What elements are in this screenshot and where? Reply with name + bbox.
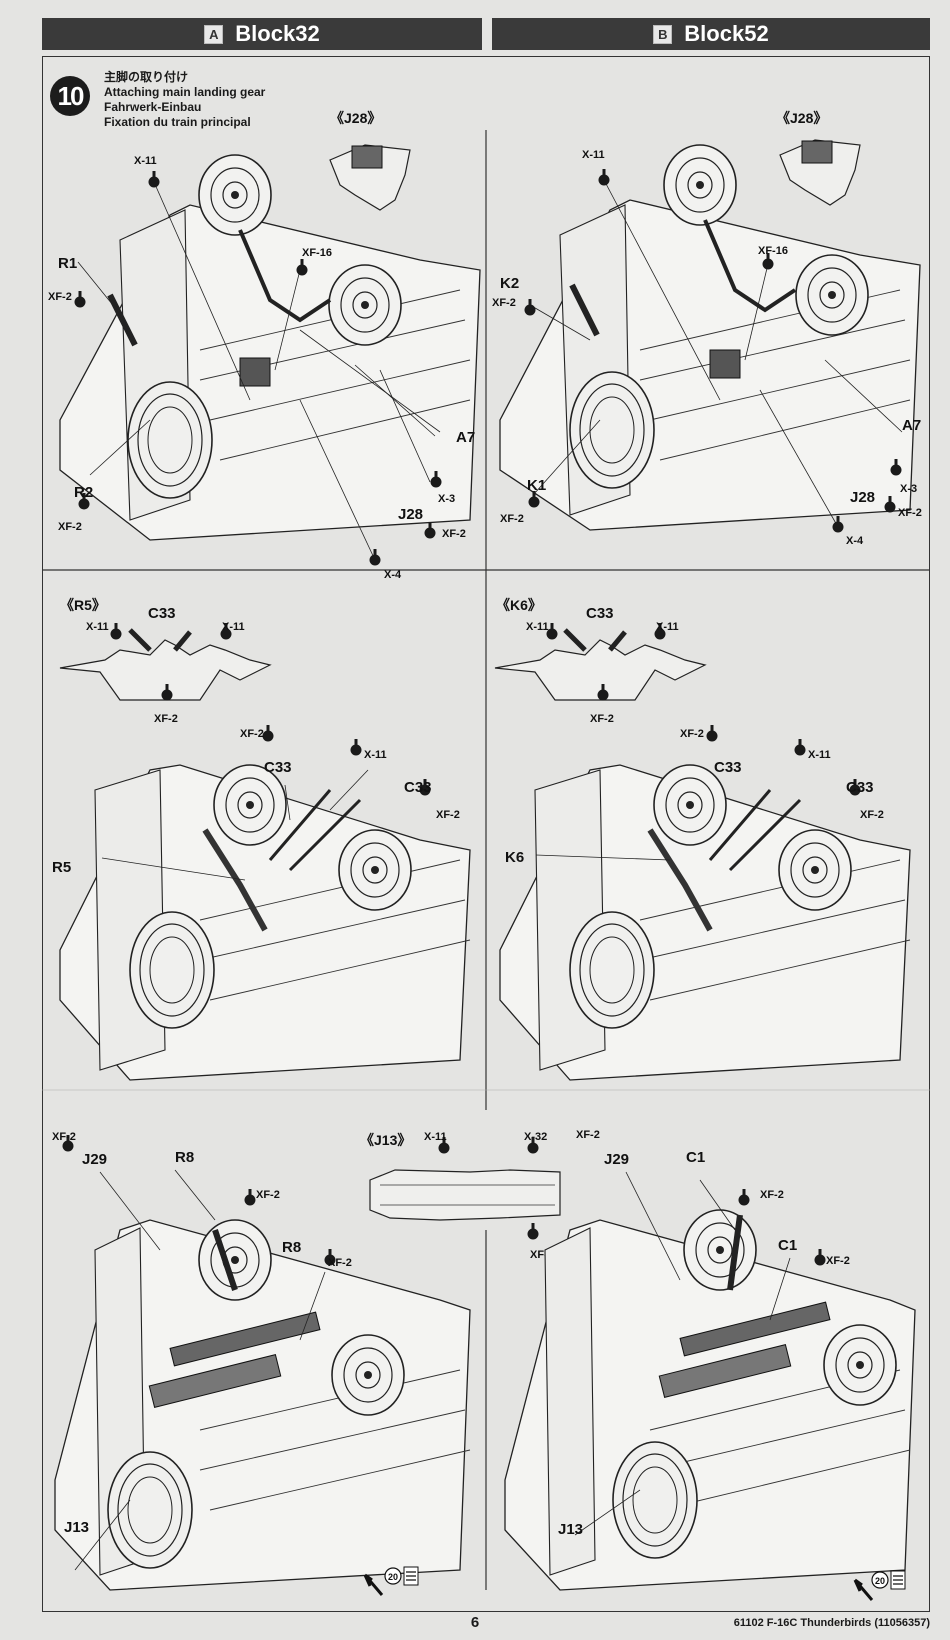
label-x4-b: X-4 [846,535,864,547]
label-c33-a2-inset: C33 [148,605,176,622]
label-xf2-b2-right: XF-2 [860,809,884,821]
label-r1: R1 [58,255,77,272]
label-xf2-b2-inset: XF-2 [590,713,614,725]
page-number: 6 [470,1614,480,1631]
label-j29-a: J29 [82,1151,107,1168]
header-title-b: Block52 [684,21,769,46]
label-xf2-a1-r2: XF-2 [58,521,82,533]
label-x11-b1: X-11 [582,149,605,161]
label-c33-a2-left: C33 [264,759,292,776]
label-xf2-b3-c1bottom: XF-2 [826,1255,850,1267]
label-x4-a: X-4 [384,569,402,581]
label-j29-b: J29 [604,1151,629,1168]
label-xf16-b1: XF-16 [758,245,788,257]
header-letter-a: A [204,24,224,44]
label-r8-bottom: R8 [282,1239,301,1256]
panel-b2-illustration [494,623,911,1081]
step-title: 主脚の取り付け Attaching main landing gear Fahr… [104,70,265,130]
label-j13-inset: 《J13》 [360,1132,411,1148]
label-x11-a2-right: X-11 [222,621,245,633]
step-number-badge: 10 [50,76,90,116]
label-k6: K6 [505,849,524,866]
panel-a2-illustration [59,623,471,1081]
header-block52: B Block52 [492,18,930,50]
ref-step-badge-b: 20 [871,1570,906,1590]
label-xf2-b2-top: XF-2 [680,728,704,740]
label-xf2-b1-k1: XF-2 [500,513,524,525]
label-xf2-a3-j29: XF-2 [52,1131,76,1143]
label-x11-a2-main: X-11 [364,749,387,761]
header-letter-b: B [653,24,673,44]
label-xf2-b1-j28: XF-2 [898,507,922,519]
label-xf2-a2-right: XF-2 [436,809,460,821]
label-k2: K2 [500,275,519,292]
label-r5-inset: 《R5》 [60,597,106,613]
header-block32: A Block32 [42,18,482,50]
label-c33-b2-left: C33 [714,759,742,776]
label-k6-inset: 《K6》 [496,597,542,613]
label-c1-top: C1 [686,1149,705,1166]
j13-inset-illustration [369,1137,561,1240]
label-x32: X-32 [524,1131,547,1143]
step-title-jp: 主脚の取り付け [104,70,189,84]
label-xf2-a3-r8bottom: XF-2 [328,1257,352,1269]
ref-step-badge-a: 20 [384,1566,419,1586]
label-c33-b2-inset: C33 [586,605,614,622]
label-c1-bottom: C1 [778,1237,797,1254]
label-xf2-a1-j28: XF-2 [442,528,466,540]
label-x11-j13: X-11 [424,1131,447,1143]
step-title-en: Attaching main landing gear [104,85,266,99]
label-j13-b: J13 [558,1521,583,1538]
label-j13-a: J13 [64,1519,89,1536]
label-r5: R5 [52,859,71,876]
label-xf16-a1: XF-16 [302,247,332,259]
product-code: 61102 F-16C Thunderbirds (11056357) [733,1617,930,1629]
label-x11-b2-left: X-11 [526,621,549,633]
ref-step-number-a: 20 [388,1572,398,1582]
label-c33-b2-right: C33 [846,779,874,796]
label-r2: R2 [74,484,93,501]
label-j28-inset-a: 《J28》 [330,110,381,126]
label-xf2-a2-inset: XF-2 [154,713,178,725]
label-c33-a2-right: C33 [404,779,432,796]
label-x11-a2-left: X-11 [86,621,109,633]
label-xf2-a1-r1: XF-2 [48,291,72,303]
label-xf2-a2-top: XF-2 [240,728,264,740]
ref-step-number-b: 20 [875,1576,885,1586]
header-title-a: Block32 [235,21,320,46]
instruction-frame [42,56,930,1612]
label-j28-inset-b: 《J28》 [776,110,827,126]
label-x3-b: X-3 [900,483,917,495]
label-xf2-b3-c1top: XF-2 [760,1189,784,1201]
step-title-fr: Fixation du train principal [104,115,251,129]
label-xf2-b3-j29: XF-2 [576,1129,600,1141]
label-x3-a: X-3 [438,493,455,505]
panel-a3-illustration [54,1135,471,1596]
panel-b1-illustration [499,139,921,533]
label-x11-a1: X-11 [134,155,157,167]
label-r8-top: R8 [175,1149,194,1166]
label-x11-b2-main: X-11 [808,749,831,761]
label-xf2-b1-k2: XF-2 [492,297,516,309]
step-title-de: Fahrwerk-Einbau [104,100,202,114]
panel-a1-illustration [59,144,481,566]
label-a7-b: A7 [902,417,921,434]
label-xf2-a3-r8top: XF-2 [256,1189,280,1201]
label-j28-a: J28 [398,506,423,523]
panel-b3-illustration [504,1171,916,1601]
label-x11-b2-right: X-11 [656,621,679,633]
label-a7-a: A7 [456,429,475,446]
label-j28-b: J28 [850,489,875,506]
label-k1: K1 [527,477,546,494]
